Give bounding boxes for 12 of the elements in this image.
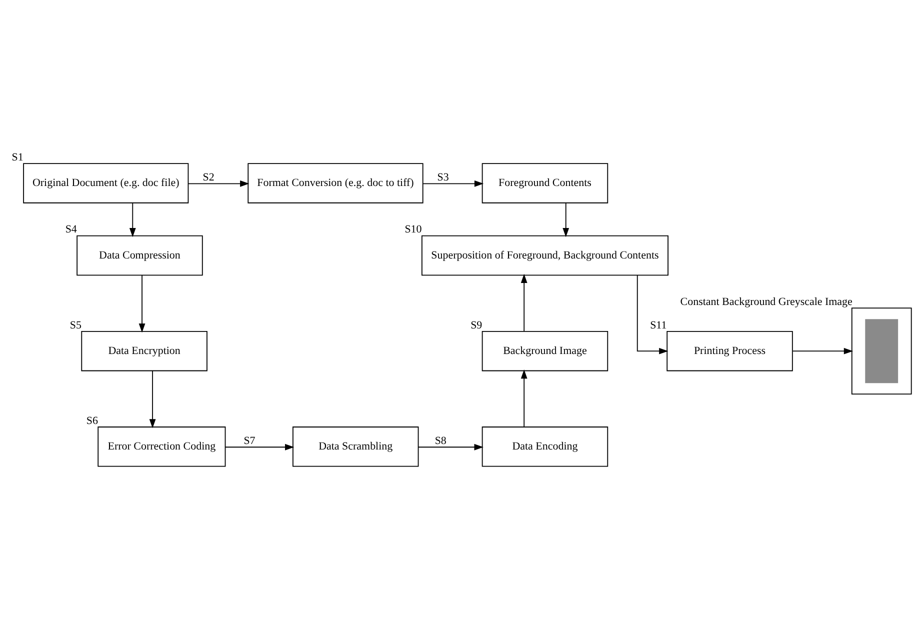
edge-label: S8 — [434, 434, 446, 447]
edge-label: S7 — [244, 434, 256, 447]
node-label: S5 — [70, 318, 82, 331]
edge-label: S2 — [202, 171, 214, 184]
node-label: S10 — [404, 223, 422, 236]
node-label: S9 — [470, 318, 482, 331]
node-label: Constant Background Greyscale Image — [680, 295, 852, 308]
node-label: S6 — [86, 414, 98, 426]
node-label: S4 — [65, 223, 77, 236]
edge-label: S3 — [437, 171, 449, 184]
node-label: S1 — [12, 150, 24, 163]
node-label: S11 — [650, 318, 667, 331]
